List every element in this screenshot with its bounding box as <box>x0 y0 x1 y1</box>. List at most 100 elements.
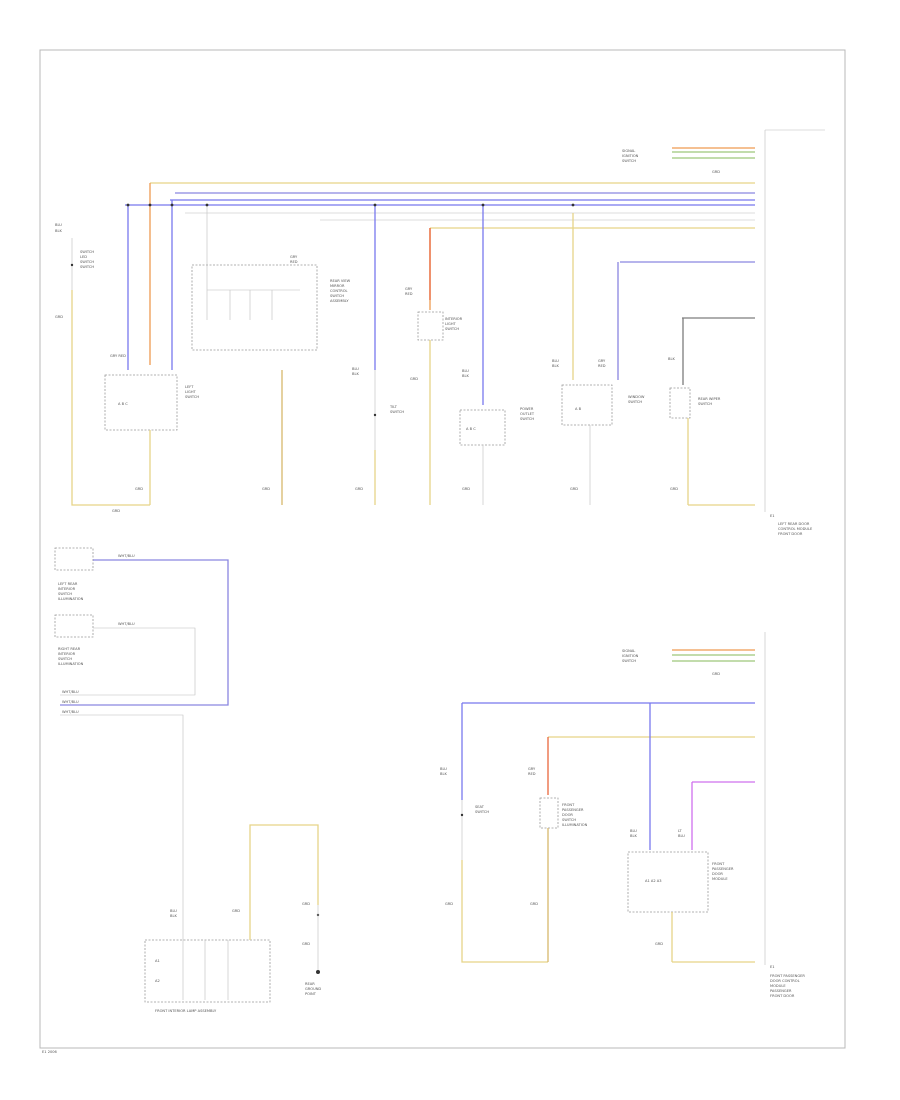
top-bus-wires <box>125 182 755 506</box>
rear-wiper-label: REAR WIPER <box>698 397 721 401</box>
svg-text:LIGHT: LIGHT <box>185 390 197 394</box>
svg-text:SWITCH: SWITCH <box>562 818 576 822</box>
bottom-right-connector: SIGNAL IGNITION SWITCH GRD E1 FRONT PASS… <box>462 632 805 998</box>
svg-text:BLK: BLK <box>552 364 559 368</box>
svg-text:GRD: GRD <box>410 377 418 381</box>
power-label: POWER <box>520 407 534 411</box>
svg-text:MODULE: MODULE <box>770 984 786 988</box>
svg-text:GRD: GRD <box>655 942 663 946</box>
svg-text:SWITCH: SWITCH <box>58 592 72 596</box>
svg-text:BLU: BLU <box>552 359 559 363</box>
rear-wiper-switch: BLK REAR WIPER SWITCH GRD <box>668 357 721 505</box>
svg-text:GRY: GRY <box>528 767 536 771</box>
svg-text:LT: LT <box>678 829 683 833</box>
svg-text:SWITCH: SWITCH <box>475 810 489 814</box>
svg-text:INTERIOR: INTERIOR <box>58 652 76 656</box>
svg-text:SWITCH: SWITCH <box>80 250 94 254</box>
svg-text:BLK: BLK <box>462 374 469 378</box>
svg-text:GRD: GRD <box>570 487 578 491</box>
svg-text:A B C: A B C <box>118 402 128 406</box>
window-label: WINDOW <box>628 395 645 399</box>
svg-text:GRY: GRY <box>598 359 606 363</box>
mirror-switch-assembly: GRY RED REAR VIEW MIRROR CONTROL SWITCH … <box>191 255 351 505</box>
svg-text:GRD: GRD <box>445 902 453 906</box>
svg-text:GROUND: GROUND <box>305 987 321 991</box>
svg-text:A1 A2 A3: A1 A2 A3 <box>645 879 662 883</box>
svg-text:GRD: GRD <box>530 902 538 906</box>
svg-text:RED: RED <box>290 260 298 264</box>
svg-text:WHT/BLU: WHT/BLU <box>118 622 135 626</box>
front-upper-label: LEFT REAR <box>58 582 78 586</box>
svg-text:SWITCH: SWITCH <box>445 327 459 331</box>
svg-text:E1: E1 <box>770 965 775 969</box>
svg-text:DOOR: DOOR <box>712 872 723 876</box>
svg-text:LIGHT: LIGHT <box>445 322 457 326</box>
svg-text:WHT/BLU: WHT/BLU <box>62 700 79 704</box>
svg-text:GRD: GRD <box>55 315 63 319</box>
svg-text:SWITCH: SWITCH <box>185 395 199 399</box>
interior-label: INTERIOR <box>445 317 463 321</box>
left-connector-label-3: FRONT DOOR <box>778 532 803 536</box>
svg-text:INTERIOR: INTERIOR <box>58 587 76 591</box>
svg-text:A1: A1 <box>155 959 160 963</box>
left-light-switch: BLU BLK SWITCH LED SWITCH SWITCH GRD GRD <box>55 223 150 513</box>
svg-text:OUTLET: OUTLET <box>520 412 535 416</box>
svg-text:SWITCH: SWITCH <box>80 265 94 269</box>
svg-text:PASSENGER: PASSENGER <box>712 867 734 871</box>
svg-text:BLK: BLK <box>630 834 637 838</box>
svg-text:BLU: BLU <box>462 369 469 373</box>
svg-text:IGNITION: IGNITION <box>622 654 639 658</box>
right-connector-label-1: FRONT PASSENGER <box>770 974 805 978</box>
svg-text:SWITCH: SWITCH <box>80 260 94 264</box>
svg-text:POINT: POINT <box>305 992 317 996</box>
svg-text:MIRROR: MIRROR <box>330 284 345 288</box>
svg-text:GRD: GRD <box>302 942 310 946</box>
top-wire-label-2: IGNITION <box>622 154 639 158</box>
svg-text:WHT/BLU: WHT/BLU <box>62 710 79 714</box>
top-vertical-wires <box>127 183 684 405</box>
svg-text:GRD: GRD <box>670 487 678 491</box>
seat-switch: BLU BLK SEAT SWITCH GRD <box>440 703 548 963</box>
svg-text:BLK: BLK <box>352 372 359 376</box>
svg-text:GRD: GRD <box>302 902 310 906</box>
front-lower-label: RIGHT REAR <box>58 647 81 651</box>
top-wire-label-3: SWITCH <box>622 159 636 163</box>
svg-text:BLU: BLU <box>630 829 637 833</box>
svg-text:PASSENGER: PASSENGER <box>562 808 584 812</box>
svg-text:SWITCH: SWITCH <box>698 402 712 406</box>
svg-text:GRD: GRD <box>135 487 143 491</box>
svg-text:GRD: GRD <box>355 487 363 491</box>
svg-text:GRY: GRY <box>405 287 413 291</box>
svg-text:ILLUMINATION: ILLUMINATION <box>58 597 84 601</box>
svg-text:A B C: A B C <box>466 427 476 431</box>
svg-text:BLK: BLK <box>668 357 675 361</box>
svg-text:SWITCH: SWITCH <box>622 659 636 663</box>
left-connector-label-2: CONTROL MODULE <box>778 527 813 531</box>
svg-text:SWITCH: SWITCH <box>330 294 344 298</box>
svg-text:CONTROL: CONTROL <box>330 289 348 293</box>
svg-text:GRD: GRD <box>462 487 470 491</box>
svg-text:ILLUMINATION: ILLUMINATION <box>58 662 84 666</box>
svg-text:SIGNAL: SIGNAL <box>622 649 635 653</box>
svg-text:LED: LED <box>80 255 87 259</box>
top-wire-label-1: SIGNAL <box>622 149 635 153</box>
svg-text:BLK: BLK <box>55 229 62 233</box>
svg-text:BLK: BLK <box>170 914 177 918</box>
svg-text:BLU: BLU <box>440 767 447 771</box>
left-connector-label-1: LEFT REAR DOOR <box>778 522 810 526</box>
svg-text:WHT/BLU: WHT/BLU <box>118 554 135 558</box>
front-interior-label: FRONT INTERIOR LAMP ASSEMBLY <box>155 1009 217 1013</box>
svg-text:A2: A2 <box>155 979 160 983</box>
svg-text:GRD: GRD <box>712 672 720 676</box>
seat-label: SEAT <box>475 805 485 809</box>
svg-text:ILLUMINATION: ILLUMINATION <box>562 823 588 827</box>
junction-dots <box>126 203 575 207</box>
heated-label: FRONT <box>562 803 575 807</box>
front-pass-label: FRONT <box>712 862 725 866</box>
svg-text:RED: RED <box>528 772 536 776</box>
svg-text:WHT/BLU: WHT/BLU <box>62 690 79 694</box>
door-switch-illumination: GRY RED FRONT PASSENGER DOOR SWITCH ILLU… <box>528 737 588 962</box>
svg-text:SWITCH: SWITCH <box>520 417 534 421</box>
svg-text:BLU: BLU <box>170 909 177 913</box>
